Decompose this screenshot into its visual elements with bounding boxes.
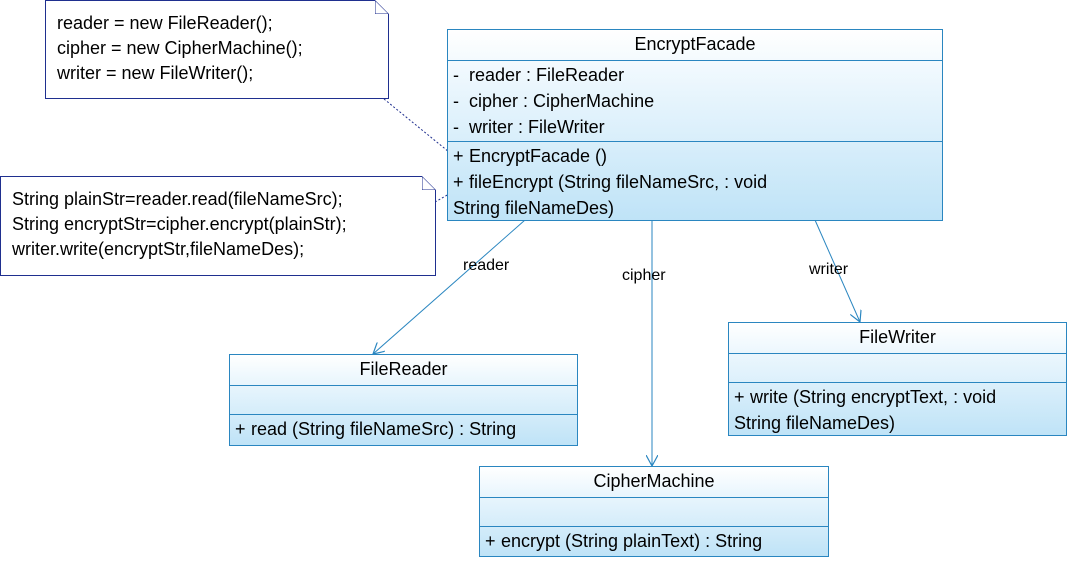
operations-compartment: +read (String fileNameSrc) : String — [230, 415, 577, 442]
class-name: FileWriter — [729, 323, 1066, 354]
note-fold-icon — [375, 0, 389, 14]
attribute-text: cipher : CipherMachine — [469, 91, 655, 111]
operation-row: +write (String encryptText, : void — [729, 384, 1066, 410]
operation-text: write (String encryptText, : void — [750, 387, 997, 407]
operation-row: +encrypt (String plainText) : String — [480, 528, 828, 554]
note-line: writer.write(encryptStr,fileNameDes); — [12, 239, 305, 259]
visibility-marker: + — [485, 531, 496, 551]
visibility-marker: + — [453, 172, 464, 192]
attribute-row: -cipher : CipherMachine — [448, 88, 942, 114]
note-anchor-constructor — [383, 98, 450, 153]
class-encrypt-facade[interactable]: EncryptFacade -reader : FileReader -ciph… — [447, 29, 943, 221]
method-note[interactable]: String plainStr=reader.read(fileNameSrc)… — [0, 176, 436, 276]
operation-text: fileEncrypt (String fileNameSrc, : void — [469, 172, 768, 192]
visibility-marker: - — [453, 91, 459, 111]
class-file-reader[interactable]: FileReader +read (String fileNameSrc) : … — [229, 354, 578, 446]
visibility-marker: - — [453, 65, 459, 85]
attribute-row: -writer : FileWriter — [448, 114, 942, 140]
operations-compartment: +encrypt (String plainText) : String — [480, 527, 828, 554]
association-label-reader: reader — [463, 257, 510, 274]
visibility-marker: + — [734, 387, 745, 407]
class-name: CipherMachine — [480, 467, 828, 498]
operation-text: read (String fileNameSrc) : String — [251, 419, 517, 439]
attributes-compartment — [230, 386, 577, 415]
association-reader[interactable] — [373, 219, 526, 354]
class-name: EncryptFacade — [448, 30, 942, 61]
note-line: String encryptStr=cipher.encrypt(plainSt… — [12, 214, 347, 234]
operation-row: +fileEncrypt (String fileNameSrc, : void — [448, 169, 942, 195]
association-label-writer: writer — [809, 261, 849, 278]
association-label-cipher: cipher — [622, 267, 666, 284]
visibility-marker: + — [453, 146, 464, 166]
operation-text: encrypt (String plainText) : String — [501, 531, 763, 551]
operation-row: +read (String fileNameSrc) : String — [230, 416, 577, 442]
operation-row: +EncryptFacade () — [448, 143, 942, 169]
class-cipher-machine[interactable]: CipherMachine +encrypt (String plainText… — [479, 466, 829, 557]
note-fold-icon — [422, 176, 436, 190]
class-name: FileReader — [230, 355, 577, 386]
attributes-compartment — [480, 498, 828, 527]
operation-continuation: String fileNameDes) — [734, 413, 896, 433]
operation-text: EncryptFacade () — [469, 146, 608, 166]
note-anchor-method — [434, 193, 450, 203]
constructor-note[interactable]: reader = new FileReader(); cipher = new … — [45, 0, 389, 99]
note-line: String plainStr=reader.read(fileNameSrc)… — [12, 189, 343, 209]
attributes-compartment — [729, 354, 1066, 383]
class-file-writer[interactable]: FileWriter +write (String encryptText, :… — [728, 322, 1067, 436]
attributes-compartment: -reader : FileReader -cipher : CipherMac… — [448, 61, 942, 142]
association-writer[interactable] — [814, 219, 860, 322]
note-line: reader = new FileReader(); — [57, 13, 273, 33]
visibility-marker: - — [453, 117, 459, 137]
note-line: writer = new FileWriter(); — [57, 63, 254, 83]
operations-compartment: +write (String encryptText, : void Strin… — [729, 383, 1066, 436]
operations-compartment: +EncryptFacade () +fileEncrypt (String f… — [448, 142, 942, 221]
attribute-text: writer : FileWriter — [469, 117, 605, 137]
operation-continuation: String fileNameDes) — [453, 198, 615, 218]
attribute-text: reader : FileReader — [469, 65, 625, 85]
visibility-marker: + — [235, 419, 246, 439]
note-line: cipher = new CipherMachine(); — [57, 38, 303, 58]
attribute-row: -reader : FileReader — [448, 62, 942, 88]
